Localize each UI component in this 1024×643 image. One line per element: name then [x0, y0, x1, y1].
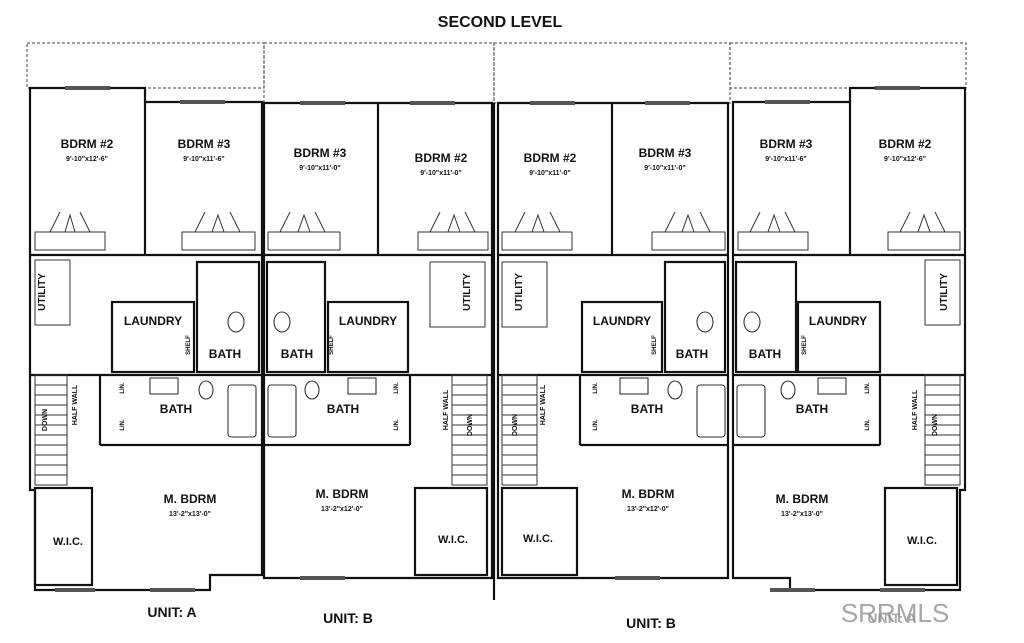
laundry-labels: LAUNDRY LAUNDRY LAUNDRY LAUNDRY: [124, 314, 867, 328]
room-dim: 13'-2"x12'-0": [321, 506, 363, 513]
room-name: BDRM #2: [61, 137, 114, 151]
stairs: [35, 384, 960, 476]
room-dim: 13'-2"x13'-0": [781, 511, 823, 518]
room-name: BDRM #3: [294, 146, 347, 160]
bath-label: BATH: [676, 347, 708, 361]
bath-label: BATH: [209, 347, 241, 361]
shelf-label: SHELF: [652, 335, 658, 355]
room-name: BDRM #3: [178, 137, 231, 151]
bath-label: BATH: [749, 347, 781, 361]
bath-labels: BATH BATH BATH BATH BATH BATH BATH BATH: [160, 347, 828, 416]
room-name: BDRM #3: [760, 137, 813, 151]
wic-label: W.I.C.: [53, 536, 83, 548]
wic-labels: W.I.C. W.I.C. W.I.C. W.I.C.: [53, 533, 937, 548]
unit-label: UNIT: A: [147, 604, 196, 620]
linen-labels: LIN. LIN. LIN. LIN. LIN. LIN. LIN. LIN.: [120, 382, 871, 431]
half-wall-label: HALF WALL: [443, 389, 450, 430]
bath-fixtures: [149, 311, 847, 438]
room-dim: 9'-10"x12'-6": [66, 156, 108, 163]
laundry-label: LAUNDRY: [339, 314, 397, 328]
room-name: M. BDRM: [164, 492, 217, 506]
balcony-outlines: [26, 42, 967, 104]
linen-label: LIN.: [865, 419, 871, 431]
plan-title: SECOND LEVEL: [438, 14, 563, 31]
utility-label: UTILITY: [939, 273, 950, 311]
room-name: BDRM #3: [639, 146, 692, 160]
unit-label: UNIT: B: [323, 610, 373, 626]
linen-label: LIN.: [593, 419, 599, 431]
bath-label: BATH: [631, 402, 663, 416]
bath-label: BATH: [160, 402, 192, 416]
utility-labels: UTILITY UTILITY UTILITY UTILITY: [37, 273, 950, 311]
room-dim: 9'-10"x11'-0": [299, 165, 341, 172]
utility-label: UTILITY: [514, 273, 525, 311]
room-dim: 9'-10"x11'-0": [644, 165, 686, 172]
bath-label: BATH: [281, 347, 313, 361]
wic-label: W.I.C.: [907, 535, 937, 547]
shelf-label: SHELF: [802, 335, 808, 355]
bath-label: BATH: [327, 402, 359, 416]
room-dim: 9'-10"x11'-0": [529, 170, 571, 177]
unit-label: UNIT: A: [867, 610, 916, 626]
half-wall-label: HALF WALL: [540, 384, 547, 425]
room-name: BDRM #2: [524, 151, 577, 165]
master-bedroom-labels: M. BDRM 13'-2"x13'-0" M. BDRM 13'-2"x12'…: [164, 487, 829, 518]
exterior-walls: [28, 86, 967, 600]
room-name: BDRM #2: [879, 137, 932, 151]
room-name: M. BDRM: [316, 487, 369, 501]
wic-label: W.I.C.: [438, 534, 468, 546]
down-label: DOWN: [42, 409, 49, 431]
watermark: SRRMLS: [841, 598, 949, 628]
room-dim: 9'-10"x11'-6": [765, 156, 807, 163]
half-wall-label: HALF WALL: [72, 384, 79, 425]
room-name: BDRM #2: [415, 151, 468, 165]
interior-walls: [30, 102, 965, 587]
half-wall-label: HALF WALL: [912, 389, 919, 430]
down-label: DOWN: [467, 414, 474, 436]
shelf-label: SHELF: [329, 335, 335, 355]
shelf-labels: SHELF SHELF SHELF SHELF: [186, 335, 808, 355]
room-dim: 9'-10"x12'-6": [884, 156, 926, 163]
room-dim: 13'-2"x13'-0": [169, 511, 211, 518]
linen-label: LIN.: [120, 382, 126, 394]
stair-labels: HALF WALL DOWN HALF WALL DOWN HALF WALL …: [42, 384, 939, 436]
wic-label: W.I.C.: [523, 533, 553, 545]
room-dim: 13'-2"x12'-0": [627, 506, 669, 513]
down-label: DOWN: [512, 414, 519, 436]
room-name: M. BDRM: [622, 487, 675, 501]
room-name: M. BDRM: [776, 492, 829, 506]
linen-label: LIN.: [593, 382, 599, 394]
shelf-label: SHELF: [186, 335, 192, 355]
linen-label: LIN.: [394, 382, 400, 394]
laundry-label: LAUNDRY: [593, 314, 651, 328]
linen-label: LIN.: [394, 419, 400, 431]
utility-label: UTILITY: [37, 273, 48, 311]
utility-label: UTILITY: [462, 273, 473, 311]
down-label: DOWN: [932, 414, 939, 436]
bedroom-labels: BDRM #2 9'-10"x12'-6" BDRM #3 9'-10"x11'…: [61, 137, 932, 177]
linen-label: LIN.: [120, 419, 126, 431]
room-dim: 9'-10"x11'-6": [183, 156, 225, 163]
linen-label: LIN.: [865, 382, 871, 394]
laundry-label: LAUNDRY: [124, 314, 182, 328]
closet-doors: [34, 211, 961, 251]
unit-label: UNIT: B: [626, 615, 676, 631]
windows: [55, 86, 925, 592]
bath-label: BATH: [796, 402, 828, 416]
room-dim: 9'-10"x11'-0": [420, 170, 462, 177]
laundry-label: LAUNDRY: [809, 314, 867, 328]
unit-labels: UNIT: A UNIT: B UNIT: B UNIT: A: [147, 604, 916, 631]
